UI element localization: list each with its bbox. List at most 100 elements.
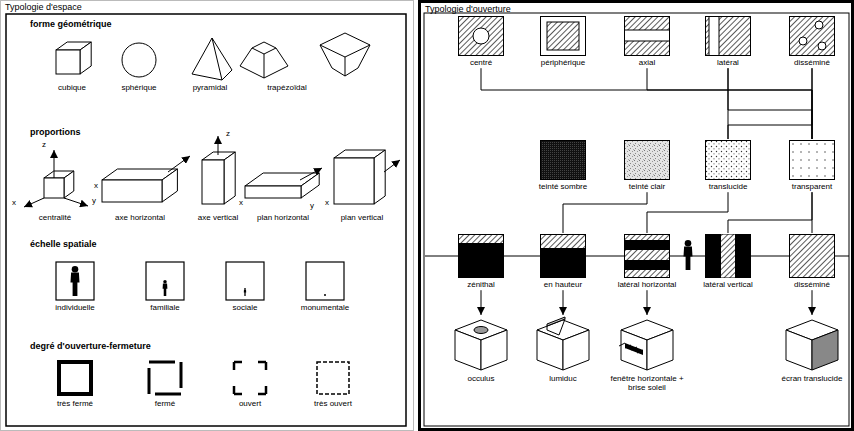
material-box: teinté clair (622, 140, 672, 191)
shape-caption: cubique (58, 84, 86, 93)
opening-symbol (540, 140, 586, 180)
shape-caption: plan vertical (341, 214, 384, 223)
axis-letter: x (325, 199, 329, 208)
light-type-box: latéral vertical (701, 234, 754, 289)
connector-line (812, 192, 813, 233)
opening-symbol (789, 140, 835, 180)
box-label: latéral vertical (701, 280, 754, 289)
scale-frame (226, 262, 264, 300)
box-front (245, 186, 301, 198)
shape-caption: trapézoïdal (267, 84, 307, 93)
box-label: lumiduc (531, 374, 595, 383)
opening-symbol (451, 316, 511, 372)
connector-line (728, 68, 812, 139)
axis-letter: x (94, 182, 98, 191)
frustum-shape (276, 48, 288, 66)
material-box: translucide (703, 140, 753, 191)
device-cube: écran translucide (780, 316, 845, 383)
person-figure (163, 280, 168, 296)
pyramid-shape (192, 38, 212, 74)
section-heading: échelle spatiale (30, 240, 97, 250)
axis-line (300, 168, 322, 180)
closure-caption: fermé (155, 400, 175, 409)
box-side (301, 173, 319, 198)
connector-arrow (481, 290, 482, 315)
axis-letter: y (92, 197, 96, 206)
axis-letter: z (42, 141, 46, 150)
box-label: latéral horizontal (616, 280, 679, 289)
scale-caption: individuelle (55, 304, 95, 313)
frustum-shape (320, 33, 370, 57)
box-label: périphérique (538, 58, 588, 67)
box-front (102, 180, 162, 202)
box-side (374, 150, 385, 204)
box-label: transparent (787, 182, 837, 191)
closure-frame (59, 362, 91, 394)
shape-caption: sphérique (121, 84, 156, 93)
opening-position-box: disséminé (787, 16, 837, 67)
box-front (44, 178, 64, 198)
pyramid-shape (212, 38, 232, 70)
box-side (80, 42, 91, 74)
box-front (202, 160, 224, 204)
light-type-box: latéral horizontal (616, 234, 679, 289)
box-label: translucide (703, 182, 753, 191)
scale-caption: sociale (233, 304, 258, 313)
panel-frame (6, 14, 406, 426)
connector-arrow (563, 290, 564, 315)
opening-symbol (617, 316, 677, 372)
opening-symbol (705, 140, 751, 180)
material-box: transparent (787, 140, 837, 191)
panel-title: Typologie d'espace (1, 1, 413, 13)
box-label: latéral (703, 58, 753, 67)
opening-symbol (540, 234, 586, 278)
closure-frame (149, 362, 181, 394)
frustum-shape (320, 45, 332, 68)
device-cube: lumiduc (531, 316, 595, 383)
section-heading: forme géométrique (30, 20, 112, 30)
shape-caption: axe horizontal (115, 214, 165, 223)
opening-position-box: centré (456, 16, 506, 67)
box-front (56, 50, 80, 74)
connector-line (728, 192, 812, 233)
opening-symbol (782, 316, 842, 372)
frustum-shape (252, 42, 276, 54)
closure-frame (317, 362, 349, 394)
scale-frame (56, 262, 94, 300)
person-figure (244, 288, 246, 296)
sphere-shape (122, 43, 156, 77)
light-type-box: en hauteur (538, 234, 588, 289)
scale-caption: monumentale (301, 304, 349, 313)
frustum-shape (358, 45, 370, 68)
material-box: teinté sombre (537, 140, 589, 191)
box-label: en hauteur (538, 280, 588, 289)
connector-arrow (812, 290, 813, 315)
axis-letter: y (310, 202, 314, 211)
closure-caption: ouvert (239, 400, 261, 409)
box-side (64, 171, 74, 198)
axis-line (384, 160, 400, 172)
box-side (162, 169, 177, 202)
box-front (334, 158, 374, 204)
box-label: occulus (449, 374, 513, 383)
box-label: écran translucide (780, 374, 845, 383)
shape-caption: plan horizontal (257, 214, 309, 223)
box-label: disséminé (787, 280, 837, 289)
opening-position-box: latéral (703, 16, 753, 67)
opening-symbol (789, 16, 835, 56)
box-label: teinté clair (622, 182, 672, 191)
person-figure (71, 266, 80, 296)
shape-caption: axe vertical (198, 214, 238, 223)
opening-symbol (624, 140, 670, 180)
pyramid-shape (212, 38, 222, 80)
connector-line (481, 68, 812, 139)
axis-letter: z (226, 130, 230, 139)
panel-frame (424, 13, 849, 426)
opening-symbol (533, 316, 593, 372)
axis-line (218, 136, 219, 155)
space-illustrations (24, 33, 400, 394)
box-label: fenêtre horizontale + brise soleil (606, 374, 688, 392)
closure-caption: très ouvert (314, 400, 352, 409)
opening-symbol (624, 16, 670, 56)
frustum-shape (345, 57, 346, 76)
